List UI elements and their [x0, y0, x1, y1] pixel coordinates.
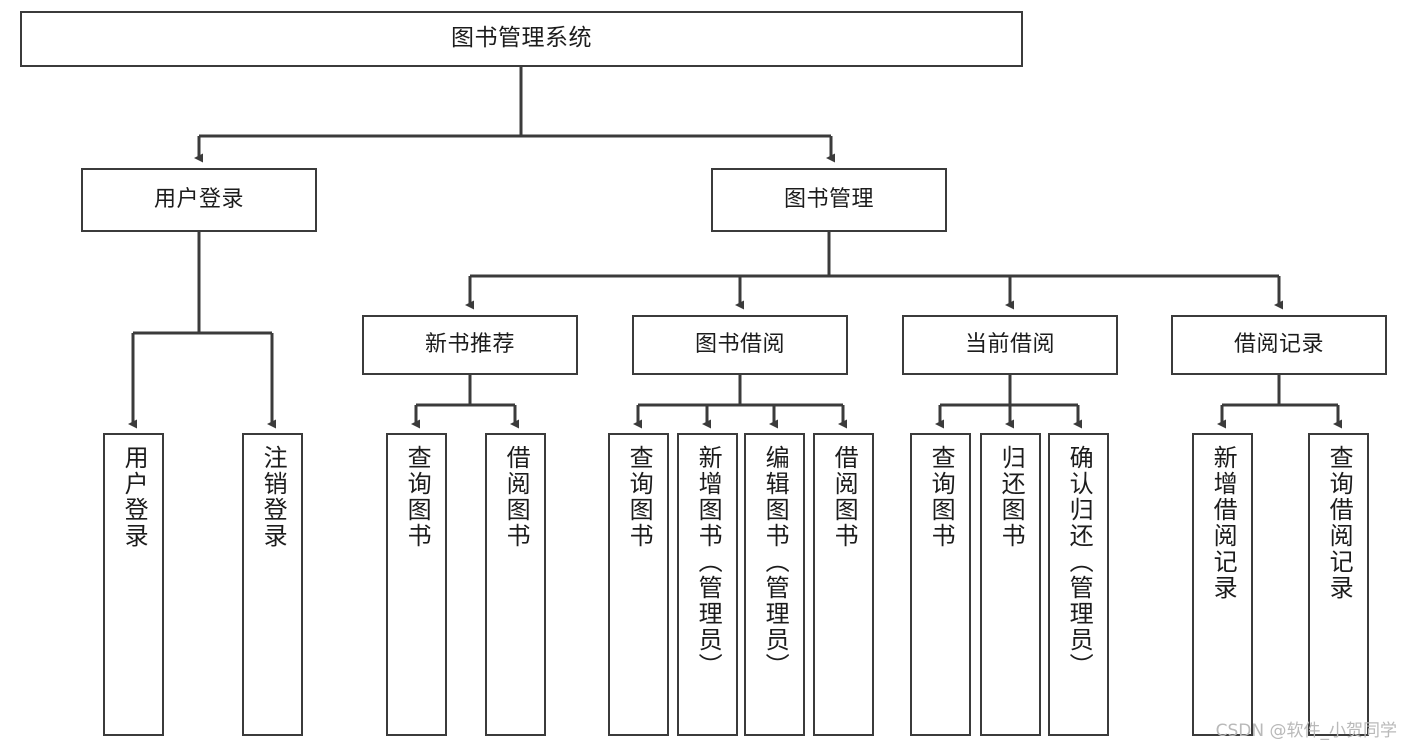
- node-label: 图书管理系统: [451, 25, 592, 52]
- node-label: 用户登录: [153, 187, 244, 213]
- leaf-user-login-login[interactable]: 用户登录: [103, 433, 164, 736]
- leaf-current-borrow-query-book[interactable]: 查询图书: [910, 433, 971, 736]
- node-label: 归还图书: [997, 445, 1026, 549]
- node-label: 查询图书: [403, 445, 432, 549]
- leaf-current-borrow-confirm-return-admin[interactable]: 确认归还（管理员）: [1048, 433, 1109, 736]
- node-label: 查询借阅记录: [1325, 445, 1354, 601]
- leaf-new-book-query-book[interactable]: 查询图书: [386, 433, 447, 736]
- node-borrow-record[interactable]: 借阅记录: [1171, 315, 1387, 375]
- node-root-book-management-system[interactable]: 图书管理系统: [20, 11, 1023, 67]
- leaf-book-borrow-borrow-book[interactable]: 借阅图书: [813, 433, 874, 736]
- leaf-book-borrow-query-book[interactable]: 查询图书: [608, 433, 669, 736]
- watermark: CSDN @软件_小贺同学: [1215, 721, 1397, 741]
- leaf-borrow-record-query-record[interactable]: 查询借阅记录: [1308, 433, 1369, 736]
- node-label: 确认归还（管理员）: [1065, 445, 1094, 679]
- node-book-borrow[interactable]: 图书借阅: [632, 315, 848, 375]
- leaf-new-book-borrow-book[interactable]: 借阅图书: [485, 433, 546, 736]
- leaf-user-login-logout[interactable]: 注销登录: [242, 433, 303, 736]
- node-label: 查询图书: [625, 445, 654, 549]
- node-label: 图书管理: [783, 187, 874, 213]
- node-new-book-recommend[interactable]: 新书推荐: [362, 315, 578, 375]
- node-label: 注销登录: [259, 445, 288, 549]
- leaf-book-borrow-add-book-admin[interactable]: 新增图书（管理员）: [677, 433, 738, 736]
- node-label: 新增图书（管理员）: [694, 445, 723, 679]
- leaf-borrow-record-add-record[interactable]: 新增借阅记录: [1192, 433, 1253, 736]
- node-label: 借阅图书: [502, 445, 531, 549]
- leaf-book-borrow-edit-book-admin[interactable]: 编辑图书（管理员）: [744, 433, 805, 736]
- node-label: 借阅记录: [1233, 332, 1324, 358]
- node-label: 借阅图书: [830, 445, 859, 549]
- node-label: 图书借阅: [694, 332, 785, 358]
- node-label: 查询图书: [927, 445, 956, 549]
- node-label: 新增借阅记录: [1209, 445, 1238, 601]
- node-label: 编辑图书（管理员）: [761, 445, 790, 679]
- node-label: 新书推荐: [424, 332, 515, 358]
- leaf-current-borrow-return-book[interactable]: 归还图书: [980, 433, 1041, 736]
- node-label: 用户登录: [120, 445, 149, 549]
- node-book-management[interactable]: 图书管理: [711, 168, 947, 232]
- node-current-borrow[interactable]: 当前借阅: [902, 315, 1118, 375]
- node-user-login[interactable]: 用户登录: [81, 168, 317, 232]
- node-label: 当前借阅: [964, 332, 1055, 358]
